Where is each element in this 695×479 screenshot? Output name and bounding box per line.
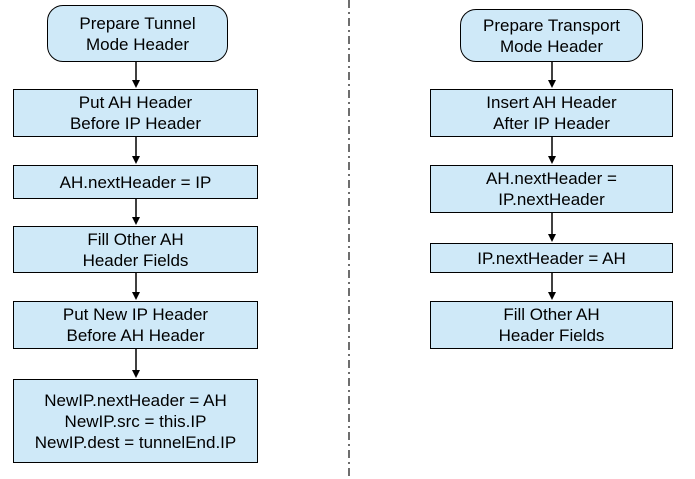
flow-step-put-new-ip-header: Put New IP Header Before AH Header (13, 301, 258, 349)
arrow-down-head-icon (132, 80, 140, 88)
arrow-down-head-icon (132, 292, 140, 300)
flow-step-ah-nextheader-ipnextheader: AH.nextHeader = IP.nextHeader (430, 165, 673, 213)
flow-step-ip-nextheader-ah: IP.nextHeader = AH (430, 243, 673, 273)
arrow-down-head-icon (548, 292, 556, 300)
arrow-down-head-icon (548, 80, 556, 88)
arrow-down-head-icon (132, 217, 140, 225)
arrow-down-head-icon (132, 370, 140, 378)
flow-step-put-ah-header: Put AH Header Before IP Header (13, 89, 258, 137)
flow-step-insert-ah-header: Insert AH Header After IP Header (430, 89, 673, 137)
flow-step-fill-ah-fields-tunnel: Fill Other AH Header Fields (13, 226, 258, 273)
arrow-down-head-icon (548, 156, 556, 164)
flow-start-transport-mode: Prepare Transport Mode Header (460, 9, 643, 62)
flow-step-ah-nextheader-ip: AH.nextHeader = IP (13, 165, 258, 199)
flow-start-tunnel-mode: Prepare Tunnel Mode Header (47, 5, 228, 62)
arrow-down-head-icon (548, 234, 556, 242)
flow-step-fill-ah-fields-transport: Fill Other AH Header Fields (430, 301, 673, 349)
arrow-down-head-icon (132, 156, 140, 164)
flow-step-newip-assignments: NewIP.nextHeader = AH NewIP.src = this.I… (13, 379, 258, 463)
